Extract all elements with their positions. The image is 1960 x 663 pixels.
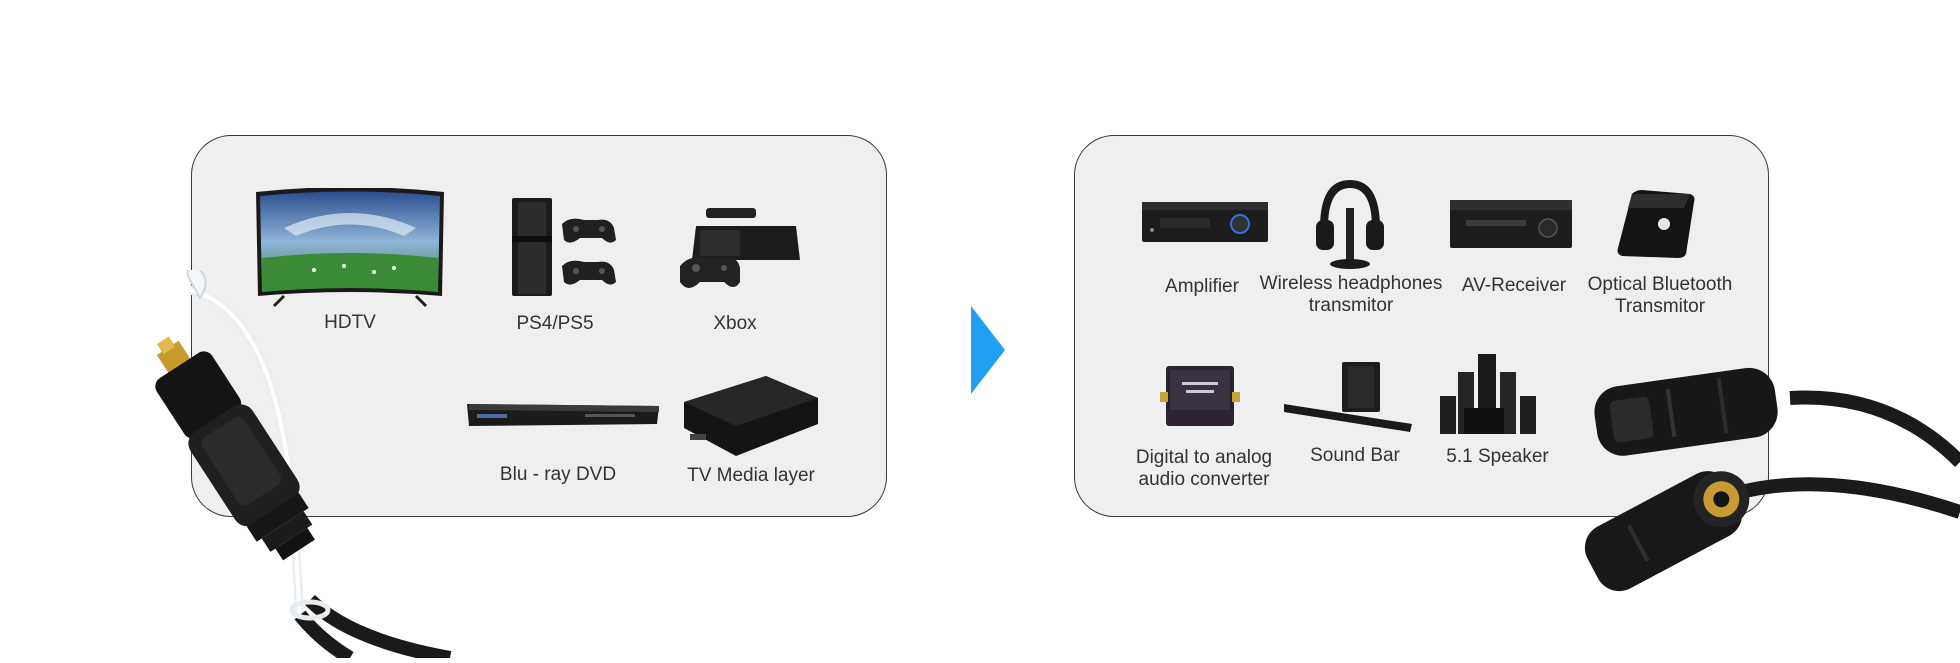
soundbar-icon (1284, 362, 1412, 432)
media-box-label: TV Media layer (687, 465, 815, 486)
dac-converter-device (1160, 362, 1240, 434)
game-console-ps-icon (512, 198, 616, 296)
media-box-icon (684, 376, 818, 456)
xbox-device (676, 206, 804, 296)
bluetooth-transmitter-label-line1: Optical Bluetooth (1587, 274, 1733, 295)
ps-device (510, 196, 620, 300)
bluray-label: Blu - ray DVD (499, 464, 617, 485)
ps-label: PS4/PS5 (516, 313, 594, 334)
optical-cable-left (120, 266, 460, 663)
media-box-device (680, 372, 822, 460)
hdtv-icon (256, 188, 444, 308)
dac-converter-icon (1160, 366, 1240, 426)
amplifier-device (1140, 200, 1270, 248)
speaker-system-device (1434, 352, 1544, 436)
toslink-plug-icon (155, 266, 452, 663)
hdtv-label: HDTV (324, 312, 376, 333)
dac-converter-label-line1: Digital to analog (1135, 447, 1273, 468)
headphones-label-line2: transmitor (1308, 295, 1394, 316)
xbox-label: Xbox (713, 313, 757, 334)
soundbar-label: Sound Bar (1310, 445, 1400, 466)
headphones-icon (1316, 179, 1384, 269)
hdtv-device (254, 188, 446, 308)
speaker-system-label: 5.1 Speaker (1446, 446, 1549, 467)
headphones-label: Wireless headphones transmitor (1255, 273, 1447, 317)
direction-arrow-icon (971, 306, 1005, 399)
optical-cable-right (1560, 352, 1960, 622)
bluetooth-transmitter-device (1612, 188, 1698, 260)
toslink-socket-connector-icon (1584, 367, 1960, 592)
bluetooth-transmitter-icon (1617, 190, 1695, 258)
av-receiver-label: AV-Receiver (1461, 275, 1567, 296)
headphones-device (1312, 178, 1388, 270)
bluray-player-icon (467, 404, 659, 426)
av-receiver-device (1448, 196, 1574, 254)
amplifier-icon (1142, 202, 1268, 242)
bluetooth-transmitter-label-line2: Transmitor (1614, 296, 1706, 317)
headphones-label-line1: Wireless headphones (1259, 273, 1443, 294)
speaker-system-icon (1440, 354, 1536, 434)
soundbar-device (1282, 358, 1416, 440)
av-receiver-icon (1450, 200, 1572, 248)
dac-converter-label-line2: audio converter (1138, 469, 1270, 490)
dac-converter-label: Digital to analog audio converter (1120, 447, 1288, 491)
xbox-icon (680, 208, 800, 288)
amplifier-label: Amplifier (1165, 276, 1239, 297)
bluray-device (465, 398, 661, 432)
bluetooth-transmitter-label: Optical Bluetooth Transmitor (1580, 274, 1740, 318)
